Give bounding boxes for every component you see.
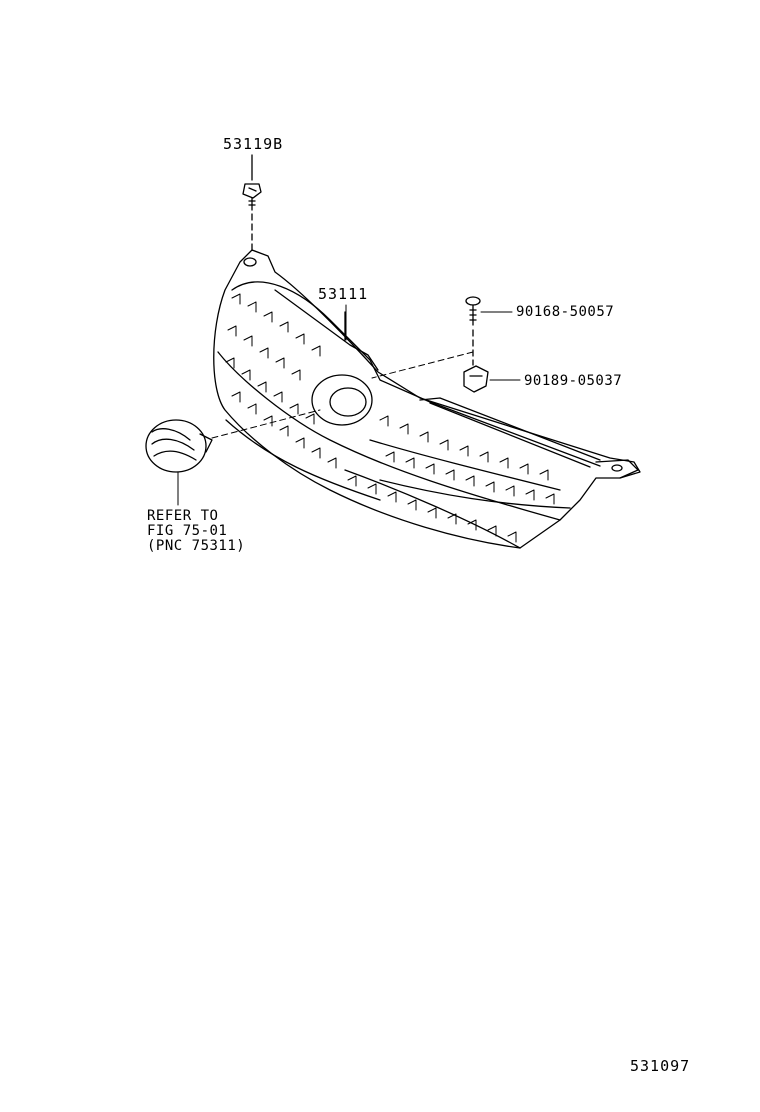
grille-mesh [225, 293, 555, 543]
emblem-icon [145, 409, 321, 506]
part-label-53119b: 53119B [223, 135, 284, 153]
reference-line-1: REFER TO [147, 508, 219, 524]
figure-id: 531097 [630, 1057, 691, 1075]
clip-90189-05037-icon [463, 365, 521, 393]
radiator-grille-icon [213, 249, 641, 549]
screw-90168-50057-icon [465, 296, 513, 366]
part-label-53111: 53111 [318, 285, 369, 303]
part-label-90168-50057: 90168-50057 [516, 304, 615, 320]
part-label-90189-05037: 90189-05037 [524, 373, 623, 389]
bolt-53119b-icon [242, 154, 262, 251]
reference-line-3: (PNC 75311) [147, 538, 246, 554]
reference-line-2: FIG 75-01 [147, 523, 228, 539]
